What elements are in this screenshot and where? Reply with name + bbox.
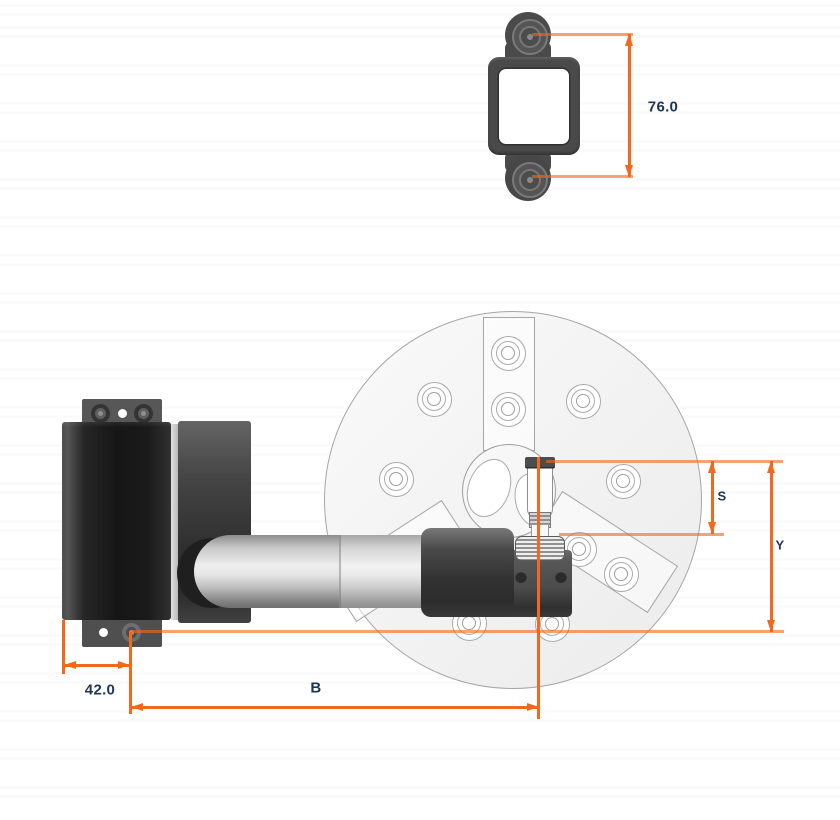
dimension-label-42: 42.0 <box>84 681 116 699</box>
ref-line-base <box>131 630 784 633</box>
disc-edge-seam-on-tube <box>339 535 341 608</box>
body-clamp-gap <box>171 424 178 620</box>
boss-rings-bottom <box>512 162 548 198</box>
tube-cylinder <box>194 535 440 608</box>
bolt-hole <box>378 461 414 497</box>
flange-square-hole <box>499 69 569 144</box>
tab-screw-top-right <box>134 404 153 423</box>
spindle-outline <box>527 464 553 519</box>
motor-body <box>62 422 171 620</box>
elbow-collar <box>421 528 514 617</box>
bolt-hole <box>416 381 452 417</box>
dimension-label-y: Y <box>775 537 785 553</box>
ref-line-s-bottom <box>559 533 724 536</box>
ref-line-top <box>546 460 783 463</box>
dimension-label-s: S <box>717 488 727 504</box>
bolt-hole <box>565 383 601 419</box>
ext-line-42-right <box>129 632 132 714</box>
tab-screw-top-left <box>91 404 110 423</box>
bolt-hole <box>490 391 526 427</box>
ext-line-42-left <box>62 620 65 674</box>
boss-rings-top <box>512 19 548 55</box>
block-hole-left <box>515 571 527 583</box>
tool-centerline <box>537 457 540 719</box>
dimension-label-76: 76.0 <box>647 98 679 116</box>
block-hole-right <box>555 571 567 583</box>
spindle-cap <box>525 457 555 467</box>
bolt-hole <box>605 463 641 499</box>
bolt-hole <box>603 556 639 592</box>
tab-pin-hole-bottom <box>99 628 108 637</box>
collet-ribbed <box>515 536 565 561</box>
tab-pin-hole-top <box>118 409 127 418</box>
bolt-hole <box>490 335 526 371</box>
dimension-label-b: B <box>310 679 322 697</box>
